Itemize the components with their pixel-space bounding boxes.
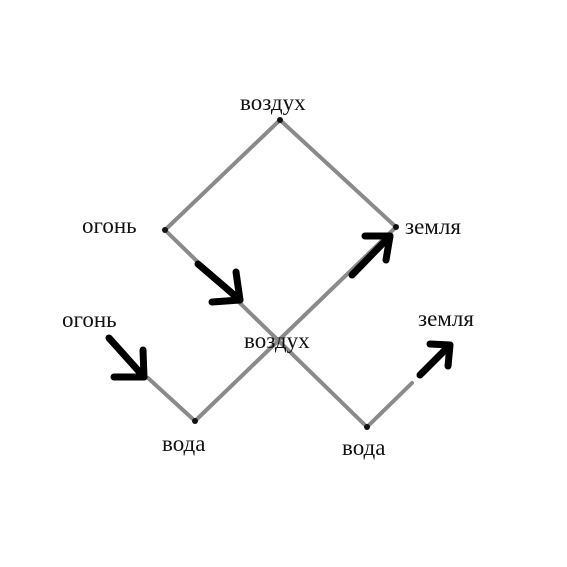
line-bottom-right-to-lower-right <box>365 381 414 429</box>
line-top-to-right <box>278 118 398 229</box>
arrow-up-right-upper <box>348 232 394 279</box>
node-left <box>162 227 168 233</box>
label-right-earth: земля <box>405 214 461 239</box>
label-bottom-right-water: вода <box>342 435 385 460</box>
node-bottom-right <box>364 424 370 430</box>
label-lower-right-earth: земля <box>418 306 474 331</box>
node-right <box>393 224 399 230</box>
node-bottom-left <box>192 418 198 424</box>
label-center-air: воздух <box>244 328 310 353</box>
label-lower-left-fire: огонь <box>62 307 117 332</box>
arrow-down-right-lower <box>105 334 148 381</box>
label-left-fire: огонь <box>82 213 137 238</box>
arrow-up-right-lower <box>416 340 454 379</box>
line-lower-left-to-bottom-left <box>146 376 197 423</box>
arrow-down-right-upper <box>194 260 244 306</box>
arrows <box>105 232 454 381</box>
node-top <box>277 117 283 123</box>
connector-lines <box>146 118 414 429</box>
line-top-to-left <box>163 118 282 232</box>
label-top-air: воздух <box>240 90 306 115</box>
node-dots <box>162 117 399 430</box>
label-bottom-left-water: вода <box>162 431 205 456</box>
